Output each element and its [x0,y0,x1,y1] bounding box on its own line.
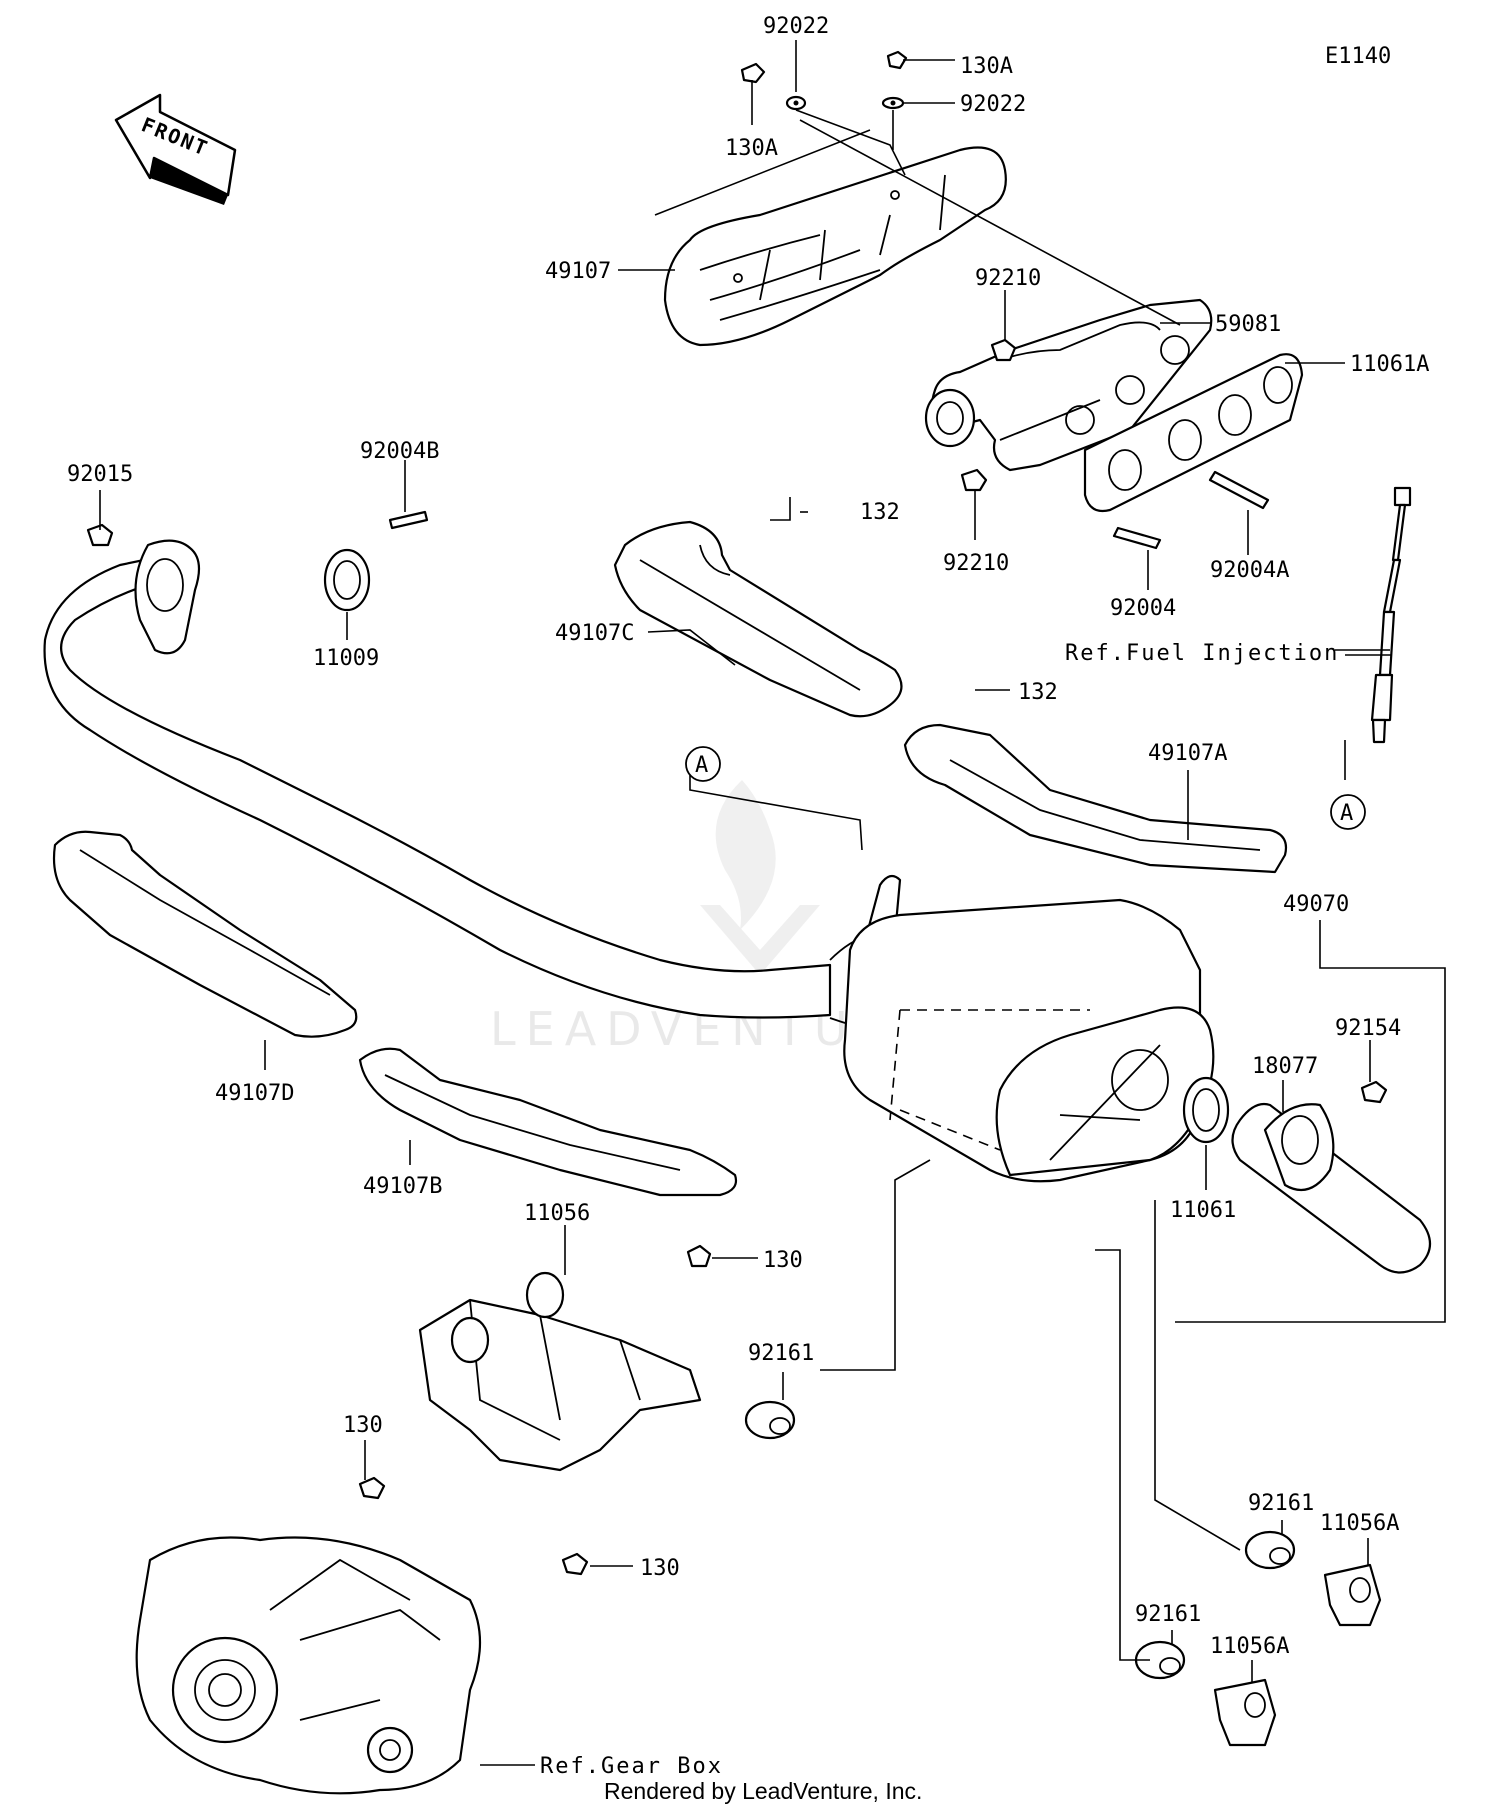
gear-box [135,1536,482,1795]
label-92161: 92161 [748,1341,814,1366]
label-130: 130 [640,1556,680,1581]
label-49107A: 49107A [1148,741,1227,766]
heat-shield-49107D [52,830,358,1038]
label-49107C: 49107C [555,621,634,646]
label-59081: 59081 [1215,312,1281,337]
label-92210: 92210 [943,551,1009,576]
label-130: 130 [763,1248,803,1273]
label-11061: 11061 [1170,1198,1236,1223]
nut-92210-top [990,338,1017,362]
callout-a-text: A [695,753,708,778]
washer-92022-right [881,96,905,110]
label-49107: 49107 [545,259,611,284]
bolt-92154 [1360,1080,1388,1104]
bolt-130A-left [740,62,766,84]
ref-fuel-injection: Ref.Fuel Injection [1065,641,1339,666]
label-92022: 92022 [763,14,829,39]
label-49107D: 49107D [215,1081,294,1106]
damper-92161-mid [744,1400,796,1440]
mount-11056A-low [1213,1678,1277,1747]
bolt-130-left [358,1476,386,1500]
muffler-49070 [843,898,1215,1183]
heat-shield-49107C [613,520,903,718]
stud-92004A [1208,470,1270,510]
label-49107B: 49107B [363,1174,442,1199]
heat-shield-49107A [903,723,1288,874]
label-92004: 92004 [1110,596,1176,621]
label-92154: 92154 [1335,1016,1401,1041]
heat-shield-49107 [663,146,1007,347]
oxygen-sensor [1370,486,1412,744]
label-92004A: 92004A [1210,558,1289,583]
label-92161: 92161 [1135,1602,1201,1627]
callout-a-left: A [685,746,721,782]
footer-credit: Rendered by LeadVenture, Inc. [604,1778,922,1804]
washer-92022-top [785,95,807,111]
mount-11056A-right [1323,1563,1382,1627]
label-130A: 130A [960,54,1013,79]
label-130A: 130A [725,136,778,161]
gasket-11009 [323,548,371,612]
label-11061A: 11061A [1350,352,1429,377]
label-92210: 92210 [975,266,1041,291]
stud-92004B [388,510,429,530]
diagram-code: E1140 [1325,44,1391,69]
label-130: 130 [343,1413,383,1438]
label-92161: 92161 [1248,1491,1314,1516]
bracket-11056 [418,1271,702,1472]
label-11056A: 11056A [1210,1634,1289,1659]
heat-shield-49107B [358,1047,738,1197]
label-92022: 92022 [960,92,1026,117]
label-49070: 49070 [1283,892,1349,917]
bolt-130-top [686,1244,712,1268]
label-11009: 11009 [313,646,379,671]
damper-92161-right [1244,1530,1296,1570]
label-92004B: 92004B [360,439,439,464]
label-132: 132 [1018,680,1058,705]
label-92015: 92015 [67,462,133,487]
part-labels: 92022 130A 130A 92022 49107 92210 59081 … [67,14,1429,1779]
ref-gear-box: Ref.Gear Box [540,1754,723,1779]
exhaust-manifold-59081 [924,298,1213,472]
nut-92210-bottom [960,468,988,492]
spark-arrestor-18077 [1231,1102,1432,1274]
gasket-11061 [1182,1076,1230,1144]
bolt-130A-right [886,50,908,70]
callout-a-right: A [1330,794,1366,830]
front-arrow-icon: FRONT [114,93,237,205]
bolt-130-bottom [561,1552,589,1576]
stud-92004 [1112,526,1162,550]
callout-a-text: A [1340,801,1353,826]
label-132: 132 [860,500,900,525]
gasket-11061A [1083,353,1304,513]
label-18077: 18077 [1252,1054,1318,1079]
label-11056A: 11056A [1320,1511,1399,1536]
label-11056: 11056 [524,1201,590,1226]
